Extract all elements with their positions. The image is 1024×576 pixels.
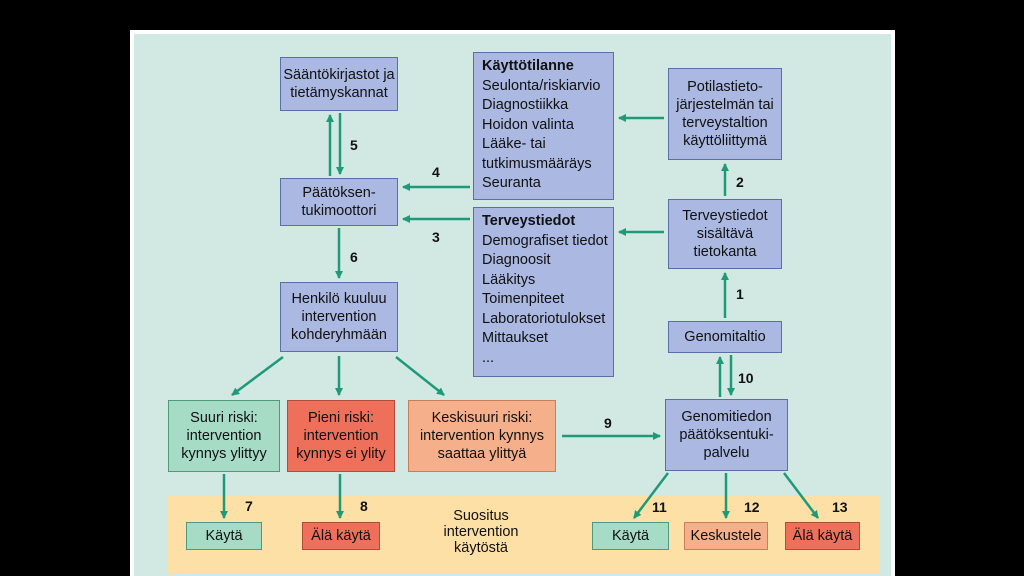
arrow-label-12: 12: [744, 499, 760, 515]
arrow-label-1: 1: [736, 286, 744, 302]
arrow-label-3: 3: [432, 229, 440, 245]
genome-service-box: Genomitiedon päätöksentuki-palvelu: [665, 399, 788, 471]
health-database-box: Terveystiedot sisältävä tietokanta: [668, 199, 782, 269]
health-data-heading: Terveystiedot: [482, 213, 576, 229]
discuss-label: Keskustele: [690, 528, 762, 544]
arrow-11: [633, 472, 669, 519]
usage-situation-item: Seulonta/riskiarvio: [482, 77, 601, 94]
health-data-item: Lääkitys: [482, 271, 536, 288]
dont-use-left-label: Älä käytä: [311, 528, 371, 544]
patient-system-label: Potilastieto-järjestelmän tai terveystal…: [676, 79, 774, 149]
discuss-box: Keskustele: [684, 522, 768, 550]
arrow-label-4: 4: [432, 164, 440, 180]
medium-risk-box: Keskisuuri riski: intervention kynnys sa…: [408, 400, 556, 472]
usage-situation-item: tutkimusmääräys: [482, 155, 592, 172]
dont-use-right-label: Älä käytä: [792, 528, 853, 544]
health-data-item: Diagnoosit: [482, 252, 551, 268]
usage-situation-item: Hoidon valinta: [482, 116, 574, 133]
arrow-13: [783, 472, 819, 519]
arrow-label-5: 5: [350, 137, 358, 153]
health-data-item: Mittaukset: [482, 330, 549, 346]
genome-store-box: Genomitaltio: [668, 321, 782, 353]
arrow-label-10: 10: [738, 370, 754, 386]
health-data-item: ...: [482, 349, 495, 366]
health-data-item: Toimenpiteet: [482, 291, 565, 307]
dont-use-right-box: Älä käytä: [785, 522, 860, 550]
usage-situation-heading: Käyttötilanne: [482, 58, 574, 74]
recommendation-label: Suositus intervention käytöstä: [443, 508, 519, 556]
target-group-box: Henkilö kuuluu intervention kohderyhmään: [280, 282, 398, 352]
genome-store-label: Genomitaltio: [684, 329, 766, 345]
arrow-label-11: 11: [652, 499, 667, 515]
dont-use-left-box: Älä käytä: [302, 522, 380, 550]
arrow-label-9: 9: [604, 415, 612, 431]
arrow-to-medium-risk: [395, 356, 445, 396]
arrow-label-7: 7: [245, 498, 253, 514]
health-data-item: Laboratoriotulokset: [482, 310, 606, 327]
arrow-to-high-risk: [231, 355, 284, 397]
use-left-label: Käytä: [205, 528, 243, 544]
rule-libraries-label: Sääntökirjastot ja tietämyskannat: [283, 67, 395, 101]
target-group-label: Henkilö kuuluu intervention kohderyhmään: [291, 291, 387, 343]
arrow-label-13: 13: [832, 499, 848, 515]
health-database-label: Terveystiedot sisältävä tietokanta: [682, 208, 768, 260]
rule-libraries-box: Sääntökirjastot ja tietämyskannat: [280, 57, 398, 111]
health-data-item: Demografiset tiedot: [482, 232, 608, 249]
usage-situation-box: Käyttötilanne Seulonta/riskiarvio Diagno…: [473, 52, 614, 200]
decision-engine-label: Päätöksen-tukimoottori: [301, 185, 377, 219]
use-left-box: Käytä: [186, 522, 262, 550]
decision-engine-box: Päätöksen-tukimoottori: [280, 178, 398, 226]
genome-service-label: Genomitiedon päätöksentuki-palvelu: [679, 409, 774, 461]
usage-situation-item: Seuranta: [482, 175, 541, 191]
health-data-box: Terveystiedot Demografiset tiedot Diagno…: [473, 207, 614, 377]
high-risk-label: Suuri riski: intervention kynnys ylittyy: [181, 410, 267, 462]
arrow-label-8: 8: [360, 498, 368, 514]
low-risk-box: Pieni riski: intervention kynnys ei ylit…: [287, 400, 395, 472]
medium-risk-label: Keskisuuri riski: intervention kynnys sa…: [419, 410, 545, 462]
usage-situation-item: Lääke- tai: [482, 136, 546, 152]
arrow-label-6: 6: [350, 249, 358, 265]
usage-situation-item: Diagnostiikka: [482, 97, 569, 113]
high-risk-box: Suuri riski: intervention kynnys ylittyy: [168, 400, 280, 472]
use-right-label: Käytä: [611, 528, 650, 544]
arrow-label-2: 2: [736, 174, 744, 190]
patient-system-box: Potilastieto-järjestelmän tai terveystal…: [668, 68, 782, 160]
use-right-box: Käytä: [592, 522, 669, 550]
low-risk-label: Pieni riski: intervention kynnys ei ylit…: [296, 410, 386, 462]
